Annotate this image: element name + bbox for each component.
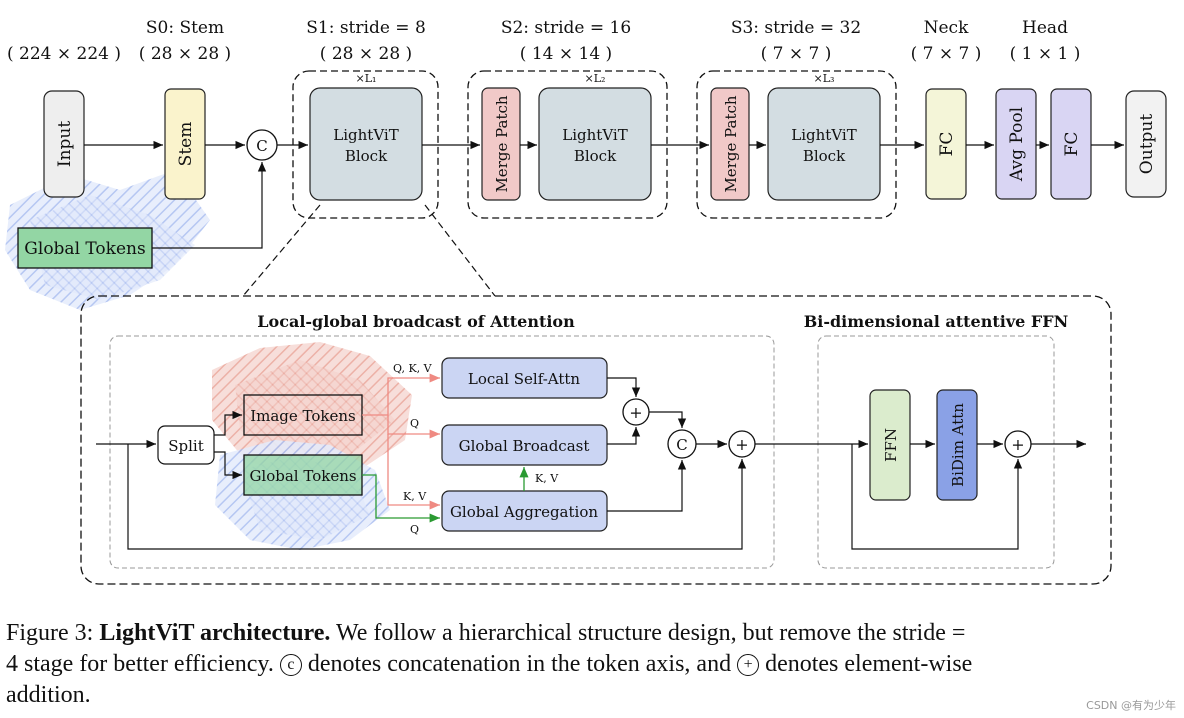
s3-container [696, 70, 897, 219]
figure-caption: Figure 3: LightViT architecture. We foll… [6, 618, 1178, 711]
image-token-arrows [362, 373, 440, 510]
kv-up-label: K, V [535, 472, 559, 485]
detail-panel [80, 295, 1112, 585]
q-broadcast-label: Q [410, 417, 419, 430]
s2-lightvit-block [538, 87, 652, 201]
s3-resolution: ( 7 × 7 ) [761, 44, 832, 64]
s1-lightvit-line1: LightViT [333, 126, 398, 144]
avg-pool-block [995, 88, 1037, 200]
stem-label: Stem [176, 122, 196, 167]
attention-title: Local-global broadcast of Attention [257, 312, 575, 331]
caption-title: LightViT architecture. [99, 620, 331, 646]
detail-arrows [96, 377, 1086, 550]
s2-lightvit-line2: Block [574, 147, 617, 165]
s1-lightvit-block [309, 87, 423, 201]
global-tokens-label: Global Tokens [24, 239, 145, 259]
global-aggregation-label: Global Aggregation [450, 503, 598, 521]
bidim-attn-label: BiDim Attn [949, 403, 967, 487]
split-block [157, 425, 215, 465]
stem-block [164, 88, 206, 200]
s3-repeat: ×L₃ [814, 72, 835, 85]
output-block [1125, 90, 1167, 198]
global-broadcast-block [441, 424, 608, 466]
s2-resolution: ( 14 × 14 ) [520, 44, 612, 64]
image-tokens-label: Image Tokens [250, 407, 356, 425]
global-tokens-box [17, 227, 153, 269]
input-label: Input [55, 121, 75, 167]
concat-node-detail-symbol: C [676, 436, 687, 454]
global-broadcast-label: Global Broadcast [459, 437, 590, 455]
architecture-diagram: ( 224 × 224 ) S0: Stem ( 28 × 28 ) S1: s… [5, 18, 1167, 585]
split-label: Split [168, 437, 204, 455]
s2-merge-patch-label: Merge Patch [493, 95, 511, 192]
qkv-label: Q, K, V [393, 362, 433, 375]
neck-title: Neck [924, 18, 969, 38]
concat-node-symbol: C [256, 137, 267, 155]
kv-aggregation-label: K, V [403, 490, 427, 503]
caption-text-2: 4 stage for better efficiency. [6, 651, 274, 677]
avg-pool-label: Avg Pool [1007, 107, 1027, 182]
s1-title: S1: stride = 8 [306, 18, 426, 38]
caption-plus-symbol: + [737, 654, 760, 676]
s0-resolution: ( 28 × 28 ) [139, 44, 231, 64]
s3-lightvit-line1: LightViT [791, 126, 856, 144]
caption-concat-symbol: c [279, 654, 302, 676]
s0-title: S0: Stem [146, 18, 224, 38]
input-resolution: ( 224 × 224 ) [7, 44, 121, 64]
s1-lightvit-line2: Block [345, 147, 388, 165]
global-tokens-detail-box [243, 454, 363, 496]
bidim-attn-block [936, 389, 978, 501]
caption-text-3: denotes concatenation in the token axis,… [307, 651, 732, 677]
s1-repeat: ×L₁ [356, 72, 377, 85]
caption-text-4: denotes element-wise [765, 651, 973, 677]
s3-merge-patch-label: Merge Patch [722, 95, 740, 192]
s2-title: S2: stride = 16 [501, 18, 631, 38]
ffn-label: FFN [882, 428, 900, 462]
s1-resolution: ( 28 × 28 ) [320, 44, 412, 64]
caption-text-5: addition. [6, 682, 91, 708]
plus-node-residual-symbol: + [735, 435, 748, 454]
local-self-attn-label: Local Self-Attn [468, 370, 581, 388]
s2-repeat: ×L₂ [585, 72, 606, 85]
zoom-lines [242, 204, 496, 297]
caption-label: Figure 3: [6, 620, 94, 646]
s2-merge-patch [481, 87, 521, 201]
s2-container [467, 70, 668, 219]
s3-lightvit-line2: Block [803, 147, 846, 165]
ffn-title: Bi-dimensional attentive FFN [804, 312, 1068, 331]
s3-title: S3: stride = 32 [731, 18, 861, 38]
caption-text-1: We follow a hierarchical structure desig… [336, 620, 966, 646]
s2-lightvit-line1: LightViT [562, 126, 627, 144]
input-block [43, 90, 85, 198]
q-aggregation-label: Q [410, 523, 419, 536]
s3-lightvit-block [767, 87, 881, 201]
neck-fc-label: FC [937, 132, 957, 157]
s3-merge-patch [710, 87, 750, 201]
global-token-arrows [362, 467, 529, 523]
ffn-block [869, 389, 911, 501]
neck-resolution: ( 7 × 7 ) [911, 44, 982, 64]
plus-node-ffn-symbol: + [1011, 435, 1024, 454]
watermark: CSDN @有为少年 [1086, 699, 1176, 712]
output-label: Output [1137, 114, 1157, 175]
global-tokens-detail-label: Global Tokens [249, 467, 356, 485]
plus-node-attn-symbol: + [629, 403, 642, 422]
head-title: Head [1022, 18, 1068, 38]
neck-fc-block [925, 88, 967, 200]
top-pipeline-arrows [84, 140, 1124, 249]
attention-section [109, 335, 775, 569]
head-fc-label: FC [1062, 132, 1082, 157]
head-fc-block [1050, 88, 1092, 200]
ffn-section [817, 335, 1055, 569]
head-resolution: ( 1 × 1 ) [1010, 44, 1081, 64]
